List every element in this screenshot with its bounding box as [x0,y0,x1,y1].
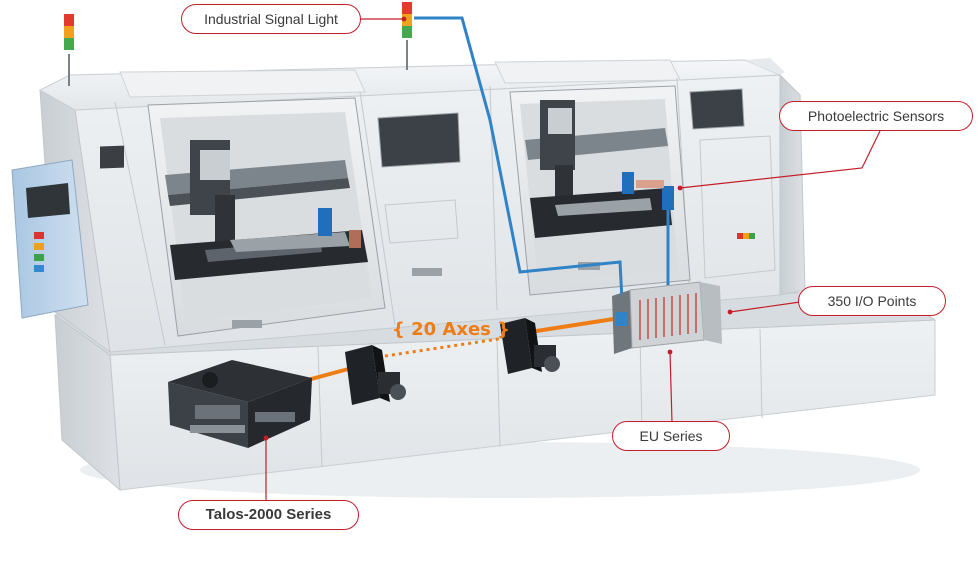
servo-drive-left [345,345,406,405]
talos-computer [168,360,312,448]
eu-series-callout: EU Series [612,421,730,451]
talos-series-callout: Talos-2000 Series [178,500,359,530]
left-gantry [165,140,368,280]
servo-drive-right [500,318,560,374]
leader-lines [263,16,881,500]
io-points-callout: 350 I/O Points [798,286,946,316]
photoelectric-sensors-callout: Photoelectric Sensors [779,101,973,131]
control-panel [11,159,89,319]
signal-light-right [402,2,412,70]
right-gantry [525,100,674,238]
blue-cables [414,16,670,301]
right-screen [689,88,745,130]
eu-series-io-module [612,281,722,354]
axes-count-label: { 20 Axes } [392,319,510,340]
center-screen [377,112,461,168]
signal-light-callout: Industrial Signal Light [181,4,361,34]
signal-light-left [64,14,74,86]
